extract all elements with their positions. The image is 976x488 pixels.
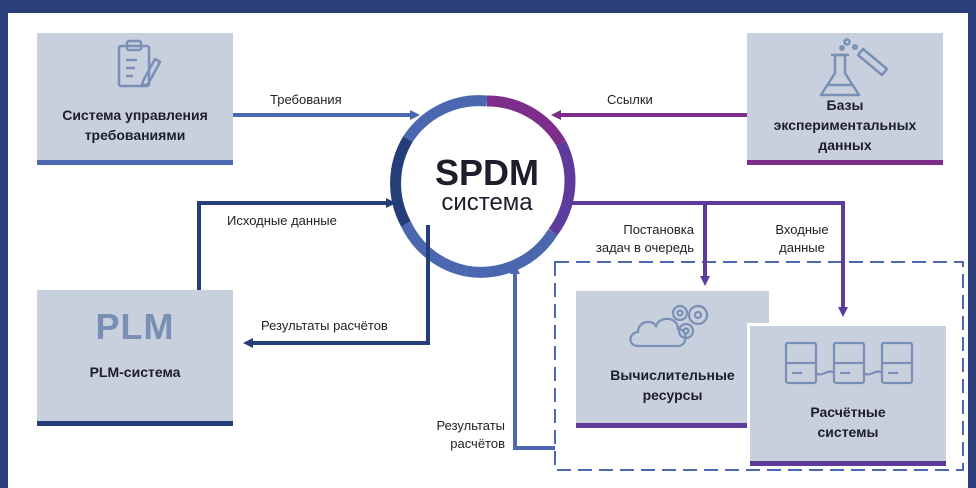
experimental-accent-bar — [747, 160, 943, 165]
requirements-accent-bar — [37, 160, 233, 165]
label-requirements: Требования — [270, 92, 342, 107]
calc-accent-bar — [750, 461, 946, 466]
label-input-source: Исходные данные — [227, 213, 337, 228]
plm-logo: PLM — [95, 306, 175, 347]
compute-group-frame — [554, 261, 964, 471]
results-back-arrow — [510, 264, 555, 450]
compute-accent-bar — [576, 423, 769, 428]
experimental-title: Базы экспериментальных данных — [773, 97, 917, 153]
plm-accent-bar — [37, 421, 233, 426]
flask-icon — [819, 38, 889, 97]
label-input-data: Входные данные — [775, 222, 829, 255]
calc-box: Расчётные системы — [747, 323, 946, 466]
cloud-gears-icon — [629, 304, 709, 348]
calc-title: Расчётные системы — [810, 404, 886, 440]
spdm-subtitle: система — [441, 189, 533, 216]
plm-title: PLM-система — [89, 364, 181, 380]
spdm-title: SPDM — [434, 152, 539, 193]
plm-box: PLM PLM-система — [37, 290, 233, 426]
spdm-center: SPDM система — [425, 155, 549, 215]
compute-title: Вычислительные ресурсы — [610, 367, 735, 403]
server-rack-icon — [784, 341, 914, 385]
results-plm-arrow — [243, 225, 430, 348]
experimental-box: Базы экспериментальных данных — [747, 33, 943, 165]
label-results-plm: Результаты расчётов — [261, 318, 388, 333]
label-links: Ссылки — [607, 92, 653, 107]
input-source-arrow — [197, 198, 396, 290]
compute-box: Вычислительные ресурсы — [576, 291, 769, 428]
clipboard-icon — [117, 39, 162, 88]
requirements-title: Система управления требованиями — [62, 107, 208, 143]
input-data-arrow — [705, 201, 848, 317]
label-results-back: Результаты расчётов — [436, 418, 505, 451]
requirements-box: Система управления требованиями — [37, 33, 233, 165]
label-queue: Постановка задач в очередь — [595, 222, 694, 255]
